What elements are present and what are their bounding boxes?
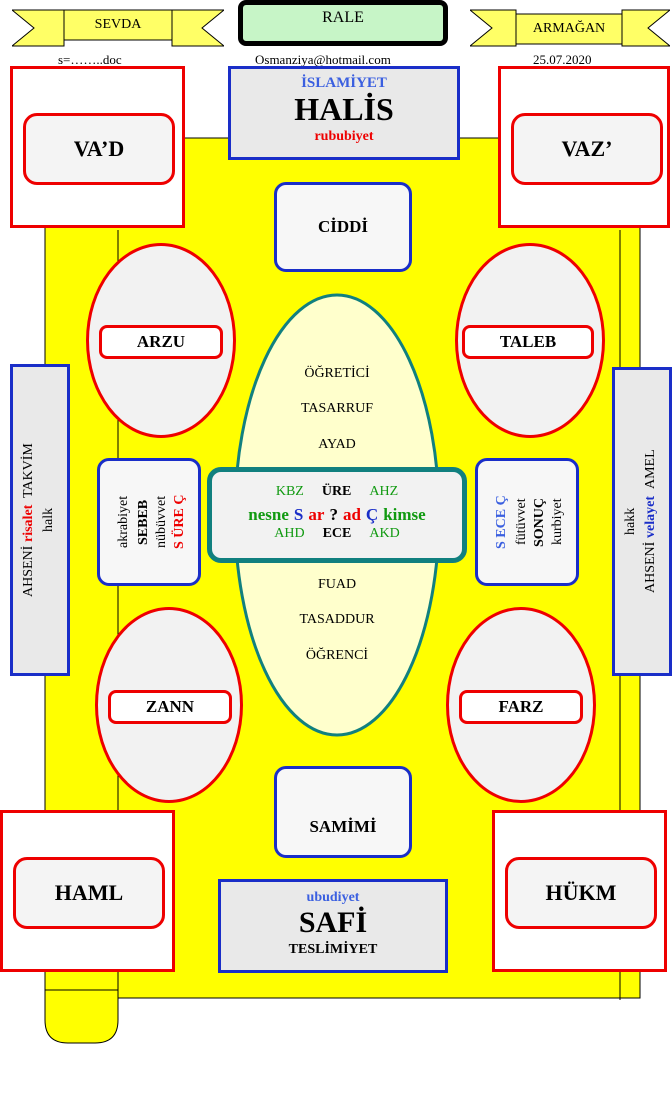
bottom-left-corner: HAML <box>0 810 175 972</box>
sebeb-line1: akrabiyet <box>116 495 131 549</box>
sonuc-line2: fütüvvet <box>514 498 529 546</box>
zann-label: ZANN <box>108 690 232 724</box>
left-side-line1: AHSENİ risalet TAKVİM <box>21 442 36 598</box>
right-ribbon: ARMAĞAN <box>470 8 670 48</box>
email-text: Osmanziya@hotmail.com <box>255 52 391 67</box>
sonuc-line1: S ECE Ç <box>494 495 509 549</box>
oval-word-ogrenci: ÖĞRENCİ <box>305 648 369 663</box>
taleb-label: TALEB <box>462 325 594 359</box>
bottom-right-corner: HÜKM <box>492 810 667 972</box>
oval-word-fuad: FUAD <box>317 577 357 592</box>
right-side-line2: AHSENİ velayet AMEL <box>643 449 658 594</box>
top-left-corner: VA’D <box>10 66 185 228</box>
safi-title: SAFİ <box>298 906 368 939</box>
oval-word-ogretici: ÖĞRETİCİ <box>304 366 370 381</box>
left-ribbon: SEVDA <box>12 8 224 48</box>
center-box: KBZ ÜRE AHZ nesne S ar ? ad Ç kimse AHD … <box>207 467 467 563</box>
farz-label: FARZ <box>459 690 583 724</box>
oval-word-tasarruf: TASARRUF <box>300 401 373 416</box>
left-side-line2: halk <box>41 507 56 533</box>
center-row3: AHD ECE AKD <box>274 526 400 541</box>
rale-box: RALE <box>238 0 448 46</box>
halis-sub: rububiyet <box>314 129 374 144</box>
farz-oval: FARZ <box>446 607 596 803</box>
hukm-label: HÜKM <box>505 857 657 929</box>
sebeb-line3: nübüvvet <box>154 495 169 549</box>
halis-box: İSLAMİYET HALİS rububiyet <box>228 66 460 160</box>
doc-note: s=……..doc <box>58 52 122 67</box>
ciddi-box: CİDDİ <box>274 182 412 272</box>
samimi-label: SAMİMİ <box>309 817 377 836</box>
safi-sub: TESLİMİYET <box>288 942 378 957</box>
oval-word-tasaddur: TASADDUR <box>299 612 375 627</box>
vaz-label: VAZ’ <box>511 113 663 185</box>
zann-oval: ZANN <box>95 607 243 803</box>
sonuc-line4: kurbiyet <box>550 498 565 546</box>
oval-word-ayad: AYAD <box>318 437 356 452</box>
halis-title: HALİS <box>294 91 394 127</box>
center-row2: nesne S ar ? ad Ç kimse <box>248 505 426 524</box>
safi-box: ubudiyet SAFİ TESLİMİYET <box>218 879 448 973</box>
vad-label: VA’D <box>23 113 175 185</box>
date-text: 25.07.2020 <box>533 52 592 67</box>
halis-small: İSLAMİYET <box>301 75 387 91</box>
samimi-box: SAMİMİ <box>274 766 412 858</box>
sebeb-box: akrabiyet SEBEB nübüvvet S ÜRE Ç <box>97 458 201 586</box>
sonuc-line3: SONUÇ <box>532 497 547 547</box>
left-side-bar: AHSENİ risalet TAKVİM halk <box>10 364 70 676</box>
haml-label: HAML <box>13 857 165 929</box>
right-side-bar: hakk AHSENİ velayet AMEL <box>612 367 672 676</box>
taleb-oval: TALEB <box>455 243 605 438</box>
left-ribbon-label: SEVDA <box>94 17 142 32</box>
safi-small: ubudiyet <box>306 890 360 905</box>
center-row1: KBZ ÜRE AHZ <box>275 484 399 499</box>
top-right-corner: VAZ’ <box>498 66 670 228</box>
sebeb-line4: S ÜRE Ç <box>172 494 187 550</box>
right-side-line1: hakk <box>623 507 638 536</box>
rale-label: RALE <box>322 9 364 26</box>
arzu-label: ARZU <box>99 325 223 359</box>
sebeb-line2: SEBEB <box>136 499 151 545</box>
right-ribbon-label: ARMAĞAN <box>532 21 606 36</box>
arzu-oval: ARZU <box>86 243 236 438</box>
sonuc-box: S ECE Ç fütüvvet SONUÇ kurbiyet <box>475 458 579 586</box>
